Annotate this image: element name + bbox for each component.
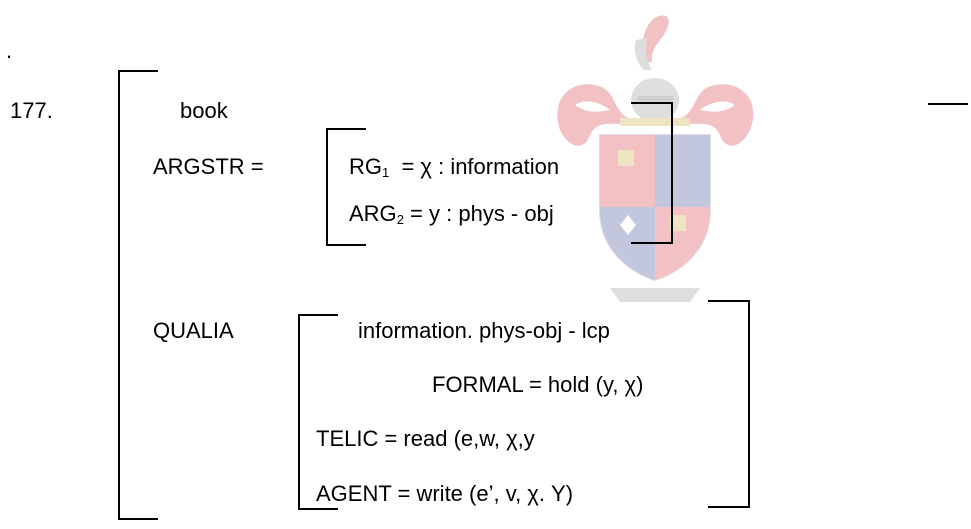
qualia-type: information. phys-obj - lcp	[358, 318, 610, 343]
argstr-arg2: ARG2 = y : phys - obj	[349, 201, 554, 233]
argstr-bracket-left-vertical	[326, 128, 328, 246]
qualia-bracket-right-vertical	[748, 300, 750, 508]
outer-bracket-right-top	[928, 103, 968, 105]
argstr-bracket-left-bottom	[326, 244, 366, 246]
arg2-rest: = y : phys - obj	[410, 201, 554, 226]
qualia-bracket-left-top	[298, 314, 338, 316]
argstr-label: ARGSTR =	[153, 154, 264, 179]
qualia-bracket-right-top	[708, 300, 748, 302]
outer-bracket-left-bottom	[118, 518, 158, 520]
lexical-entry: book	[180, 98, 228, 123]
example-number: 177.	[10, 98, 53, 123]
arg1-prefix: RG	[349, 154, 382, 179]
argstr-bracket-right-vertical	[671, 102, 673, 244]
qualia-formal: FORMAL = hold (y, χ)	[432, 372, 644, 397]
qualia-telic: TELIC = read (e,w, χ,y	[316, 426, 535, 451]
qualia-agent: AGENT = write (e’, v, χ. Y)	[316, 481, 574, 506]
argstr-arg1: RG1 = χ : information	[349, 154, 559, 186]
qualia-label: QUALIA	[153, 318, 234, 343]
outer-bracket-left-top	[118, 70, 158, 72]
argstr-bracket-right-bottom	[631, 242, 671, 244]
argstr-bracket-right-top	[631, 102, 671, 104]
arg2-prefix: ARG	[349, 201, 397, 226]
argstr-bracket-left-top	[326, 128, 366, 130]
outer-bracket-left-vertical	[118, 70, 120, 520]
arg1-subscript: 1	[382, 165, 390, 180]
qualia-bracket-left-vertical	[298, 314, 300, 510]
arg1-rest: = χ : information	[401, 154, 560, 179]
qualia-bracket-right-bottom	[708, 506, 748, 508]
university-crest-watermark	[557, 15, 754, 302]
qualia-bracket-left-bottom	[298, 508, 338, 510]
arg2-subscript: 2	[396, 212, 404, 227]
leading-dot: .	[6, 38, 13, 63]
